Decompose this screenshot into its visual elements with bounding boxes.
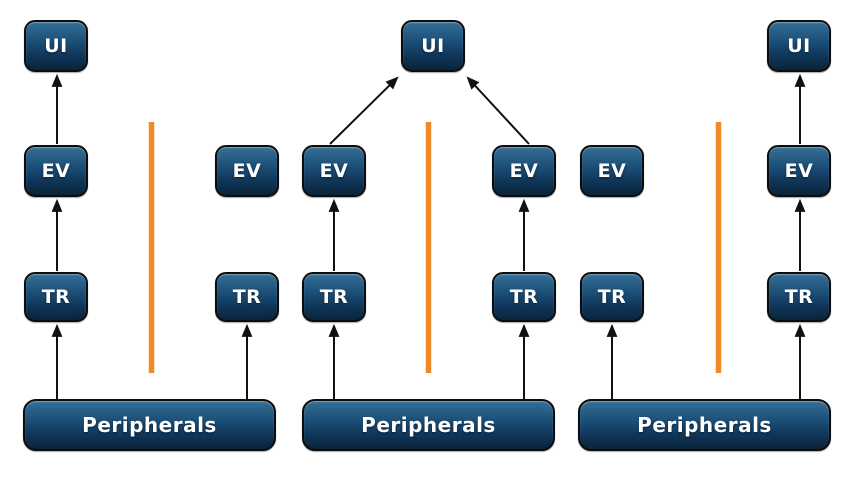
g1-tr-left-node: TR [24, 272, 88, 322]
g1-peripherals-node: Peripherals [23, 399, 276, 451]
g2-ev-left-node: EV [302, 145, 366, 197]
g3-ev-left-node: EV [580, 145, 644, 197]
arrow-g2-ev-right-to-ui [466, 76, 530, 145]
g3-peripherals-node: Peripherals [578, 399, 831, 451]
g3-ui-node: UI [767, 20, 831, 72]
g1-ev-left-node: EV [24, 145, 88, 197]
g3-tr-left-node: TR [580, 272, 644, 322]
arrow-g2-ev-left-to-ui [329, 76, 399, 145]
g2-peripherals-node: Peripherals [302, 399, 555, 451]
g3-tr-right-node: TR [767, 272, 831, 322]
g2-ev-right-node: EV [492, 145, 556, 197]
g2-tr-left-node: TR [302, 272, 366, 322]
g1-ev-right-node: EV [215, 145, 279, 197]
g2-ui-node: UI [401, 20, 465, 72]
g3-ev-right-node: EV [767, 145, 831, 197]
g2-tr-right-node: TR [492, 272, 556, 322]
g1-tr-right-node: TR [215, 272, 279, 322]
g1-ui-node: UI [24, 20, 88, 72]
